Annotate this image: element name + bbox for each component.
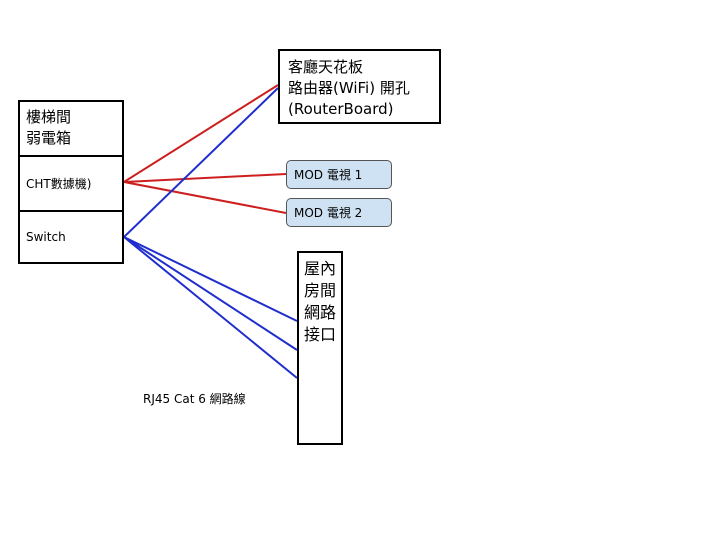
- cable-label: RJ45 Cat 6 網路線: [143, 392, 246, 406]
- switch: Switch: [20, 212, 122, 262]
- router-box: 客廳天花板 路由器(WiFi) 開孔 (RouterBoard): [278, 49, 441, 124]
- room-network-ports: 屋內房間網路接口: [297, 251, 343, 445]
- mod-tv-2: MOD 電視 2: [286, 198, 392, 227]
- cabinet-title: 樓梯間 弱電箱: [20, 102, 122, 157]
- red-line-modem-router: [123, 84, 279, 183]
- blue-line-switch-router: [123, 87, 279, 238]
- cht-modem: CHT數據機): [20, 157, 122, 212]
- red-line-modem-tv1: [123, 173, 287, 183]
- blue-line-switch-port-2: [123, 236, 298, 351]
- switch-label: Switch: [26, 230, 66, 244]
- mod-tv-1-label: MOD 電視 1: [294, 168, 363, 182]
- blue-line-switch-port-3: [123, 236, 298, 379]
- red-line-modem-tv2: [123, 181, 287, 214]
- blue-line-switch-port-1: [123, 236, 298, 322]
- cht-modem-label: CHT數據機): [26, 177, 92, 191]
- mod-tv-1: MOD 電視 1: [286, 160, 392, 189]
- weak-current-cabinet: 樓梯間 弱電箱 CHT數據機) Switch: [18, 100, 124, 264]
- mod-tv-2-label: MOD 電視 2: [294, 206, 363, 220]
